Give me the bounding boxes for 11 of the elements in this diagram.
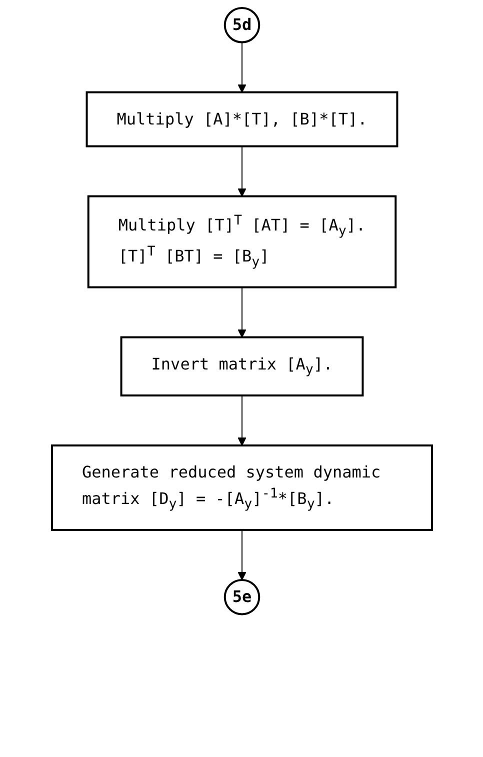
- node-box: Generate reduced system dynamic matrix [D$_{y}$] = -[A$_{y}$]$^{-1}$*[B$_{y}$].: [50, 444, 432, 531]
- node-circle: 5e: [223, 578, 260, 616]
- node-circle: 5d: [223, 7, 260, 44]
- node-box: Invert matrix [A$_{y}$].: [120, 336, 364, 396]
- node-box: Multiply [T]$^{T}$ [AT] = [A$_{y}$]. [T]$^{T}$ [BT] = [B$_{y}$]: [86, 195, 396, 288]
- arrow: [237, 286, 246, 338]
- arrow: [237, 42, 246, 93]
- arrow: [237, 529, 246, 580]
- arrow: [237, 394, 246, 446]
- node-box: Multiply [A]*[T], [B]*[T].: [85, 91, 398, 148]
- arrow: [237, 146, 246, 197]
